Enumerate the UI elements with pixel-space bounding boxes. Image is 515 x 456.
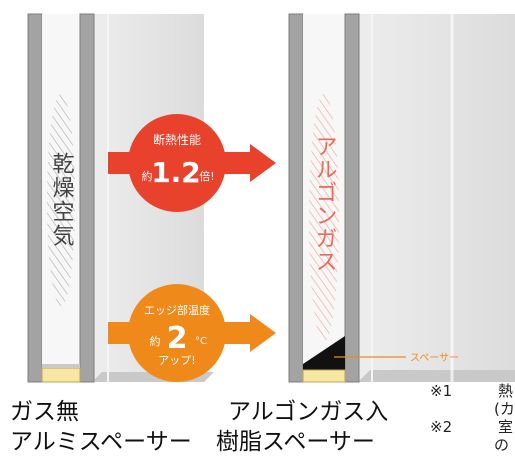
insulation-suffix: 倍!: [199, 169, 214, 183]
insulation-prefix: 約: [142, 169, 153, 183]
insulation-badge: 断熱性能 約 1.2 倍!: [108, 114, 276, 212]
left-inner-pane: [27, 13, 43, 383]
edge-temp-badge: エッジ部温度 約 2 °C アップ!: [108, 284, 276, 382]
right-window: [288, 13, 515, 383]
note1-line1: 熱: [498, 382, 514, 400]
aluminum-spacer: [41, 367, 81, 383]
edge-temp-prefix: 約: [150, 334, 161, 348]
right-outer-pane-edge: [344, 13, 360, 383]
edge-temp-title: エッジ部温度: [144, 303, 210, 317]
spacer-callout: スペーサー: [334, 352, 459, 364]
right-outer-pane-face: [358, 14, 515, 382]
left-caption-line2: アルミスペーサー: [10, 429, 192, 455]
right-inner-pane: [288, 13, 304, 383]
insulation-arrow-head: [250, 144, 276, 182]
edge-temp-suffix: アップ!: [158, 354, 195, 367]
note2-mark: ※2: [430, 418, 453, 436]
note1-mark: ※1: [430, 382, 453, 400]
resin-spacer-base: [303, 364, 345, 370]
note1-line2: (カ: [494, 400, 515, 418]
edge-temp-unit: °C: [195, 336, 207, 347]
right-caption-line2: 樹脂スペーサー: [216, 429, 375, 455]
insulation-title: 断熱性能: [153, 132, 201, 147]
left-caption-line1: ガス無: [10, 399, 79, 425]
note2-line2: の: [494, 436, 510, 454]
right-gas-label: アルゴンガス: [312, 135, 337, 273]
right-caption-line1: アルゴンガス入: [228, 399, 389, 425]
edge-temp-value: 2: [167, 321, 188, 356]
insulation-value: 1.2: [151, 156, 201, 189]
spacer-label: スペーサー: [410, 352, 459, 364]
left-air-hatch: [47, 94, 75, 306]
edge-temp-circle: [128, 284, 226, 382]
edge-temp-arrow-head: [250, 314, 276, 352]
left-gas-label: 乾燥空気: [49, 152, 75, 248]
note2-line1: 室: [498, 418, 514, 436]
insulation-circle: [128, 114, 226, 212]
right-argon-hatch: [309, 94, 339, 342]
right-outer-pane-bottom: [358, 370, 515, 382]
left-outer-pane-edge: [79, 13, 95, 383]
